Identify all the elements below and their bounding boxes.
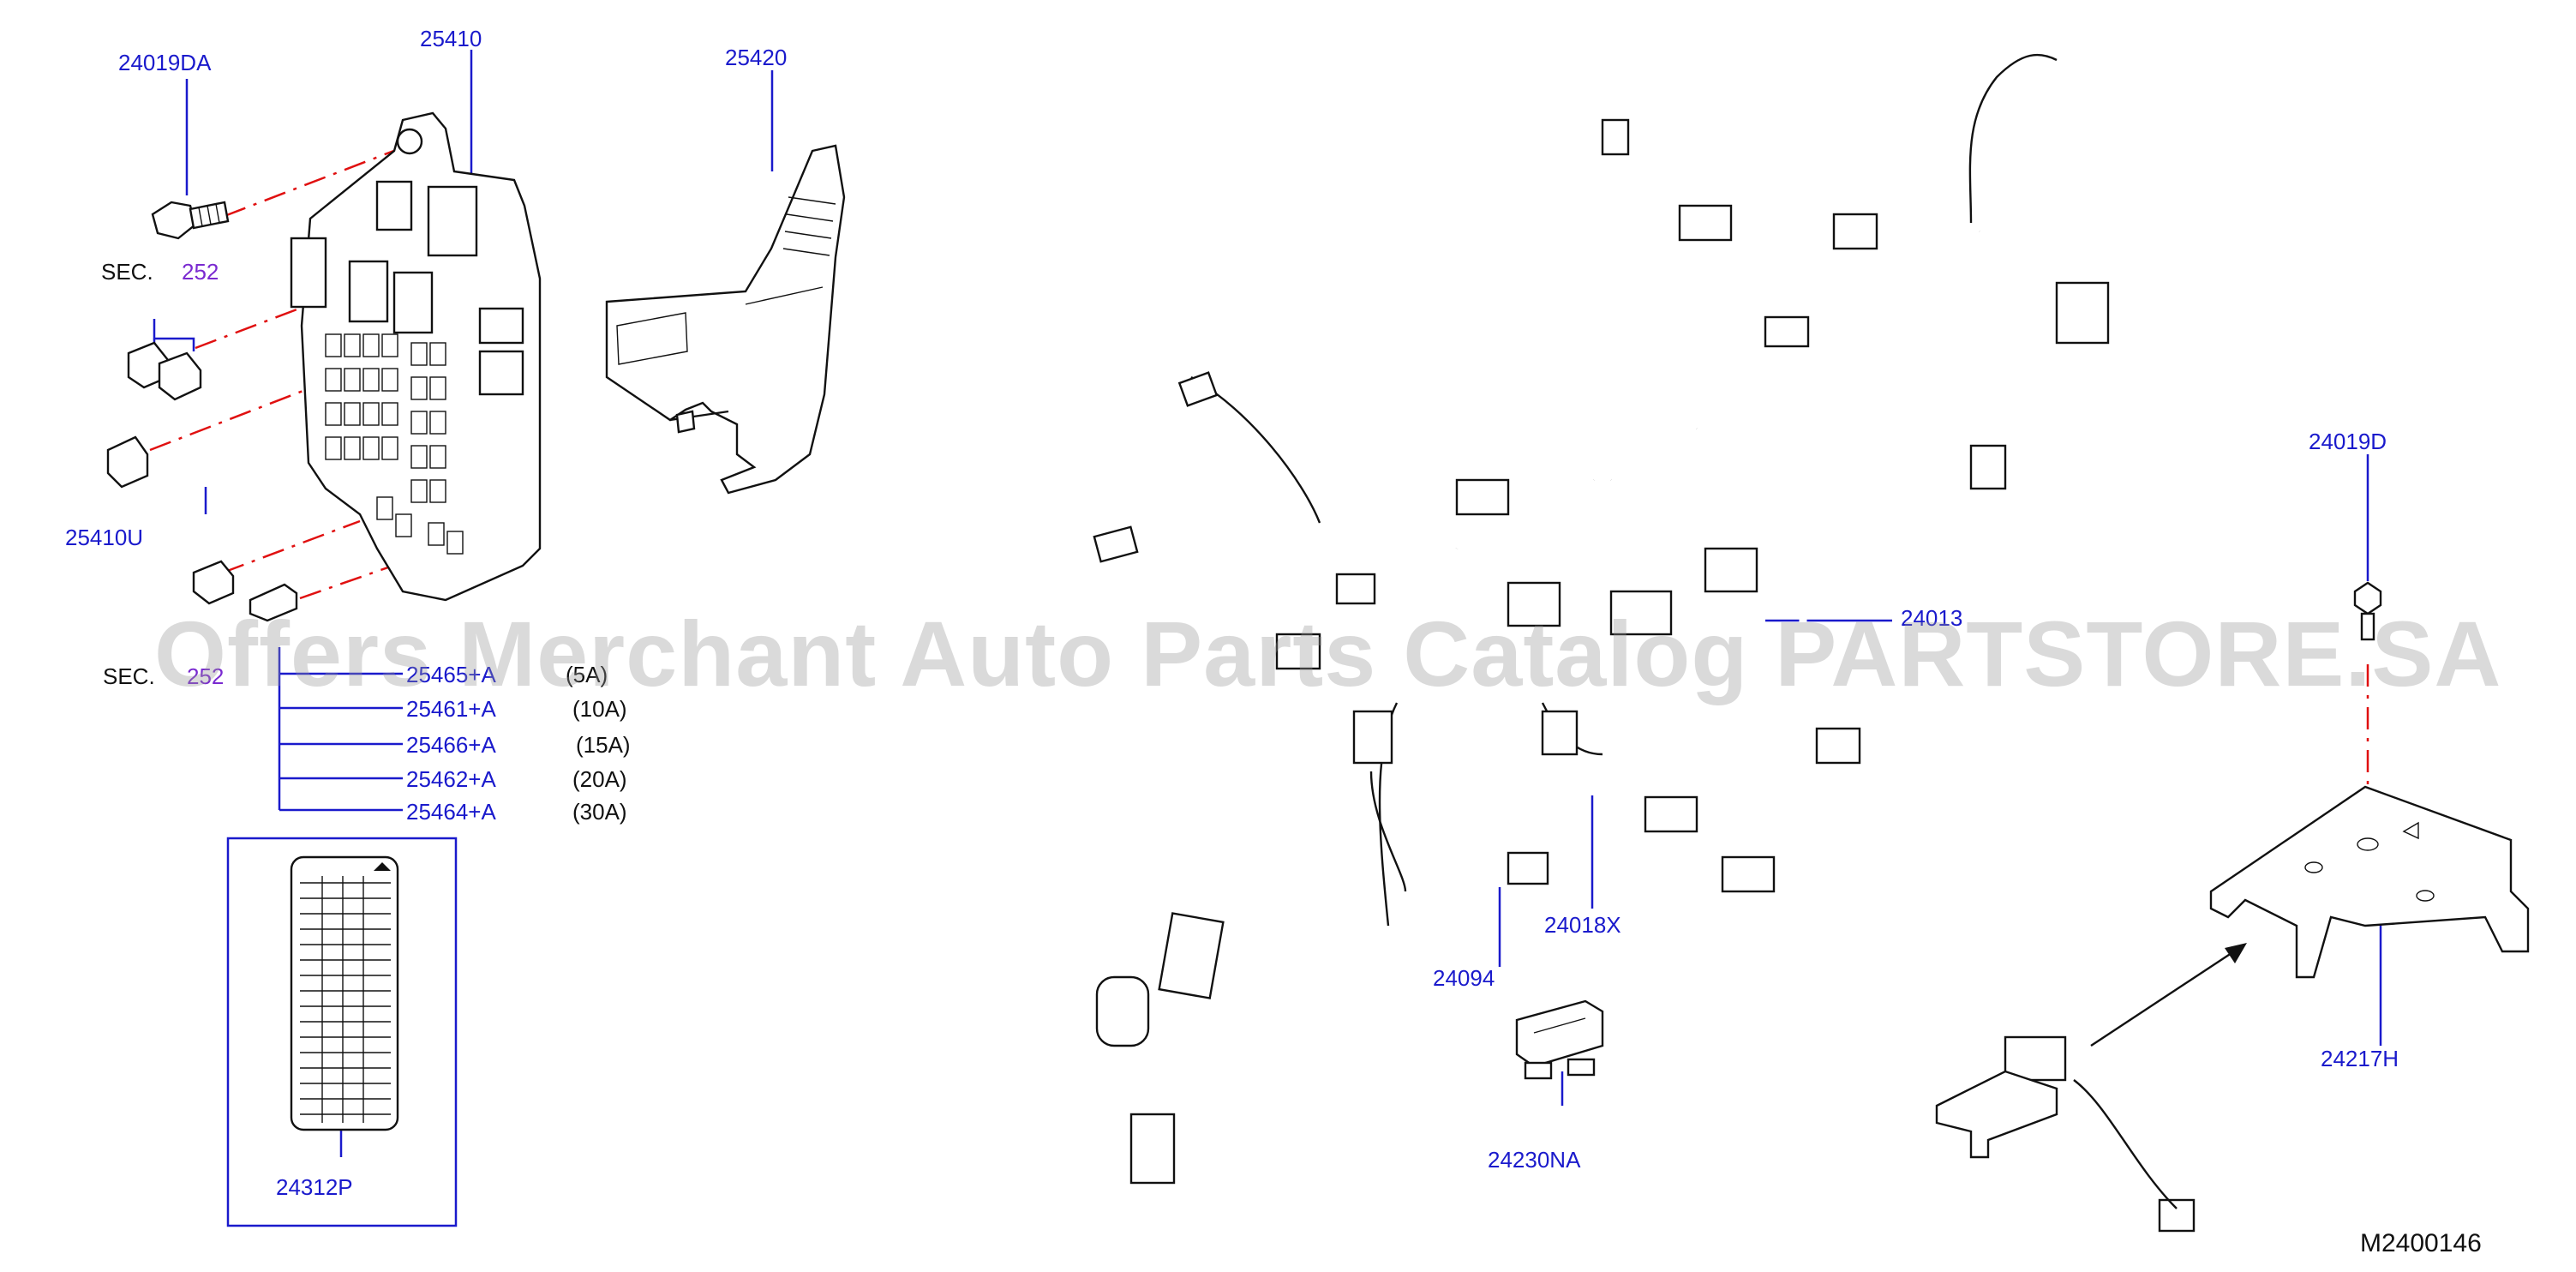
bolt-24019da	[151, 201, 230, 240]
label-24013: 24013	[1901, 605, 1963, 631]
label-25420: 25420	[725, 45, 788, 70]
sec-ref-top-prefix: SEC.	[101, 259, 153, 285]
label-24230na: 24230NA	[1488, 1147, 1581, 1173]
bolt-24019d	[2353, 581, 2382, 641]
label-24312p: 24312P	[276, 1174, 353, 1200]
fuse-block-25410	[290, 111, 542, 602]
label-24019d: 24019D	[2309, 429, 2387, 454]
bracket-24230na	[1515, 999, 1604, 1080]
label-fuse-25466: 25466+A	[406, 732, 496, 758]
bracket-25420	[605, 144, 846, 495]
label-24018x: 24018X	[1544, 912, 1621, 938]
harness-mount-bracket	[1935, 1070, 2058, 1159]
callout-lines	[153, 50, 2382, 1157]
sec-ref-bottom-prefix: SEC.	[103, 663, 155, 689]
label-24019da: 24019DA	[118, 50, 212, 75]
main-harness-24013	[1087, 53, 2196, 1233]
amp-rating-10a: (10A)	[572, 696, 627, 722]
sec-ref-bottom-number[interactable]: 252	[187, 663, 225, 689]
sec-ref-top-number[interactable]: 252	[182, 259, 219, 285]
assembly-guides	[149, 146, 2369, 819]
watermark: Offers Merchant Auto Parts Catalog PARTS…	[154, 602, 2502, 705]
label-fuse-25461: 25461+A	[406, 696, 496, 722]
bracket-24217h	[2090, 785, 2530, 1047]
amp-rating-20a: (20A)	[572, 766, 627, 792]
label-24217h: 24217H	[2321, 1046, 2399, 1071]
label-24094: 24094	[1433, 965, 1495, 991]
relays	[106, 341, 298, 622]
amp-rating-15a: (15A)	[576, 732, 631, 758]
amp-rating-30a: (30A)	[572, 799, 627, 825]
diagram-code: M2400146	[2360, 1229, 2482, 1257]
label-fuse-25465: 25465+A	[406, 662, 496, 687]
fuse-chart-24312p	[226, 837, 458, 1227]
label-25410: 25410	[420, 26, 482, 51]
label-fuse-25462: 25462+A	[406, 766, 496, 792]
label-25410u: 25410U	[65, 525, 144, 550]
label-fuse-25464: 25464+A	[406, 799, 496, 825]
amp-rating-5a: (5A)	[566, 662, 608, 687]
